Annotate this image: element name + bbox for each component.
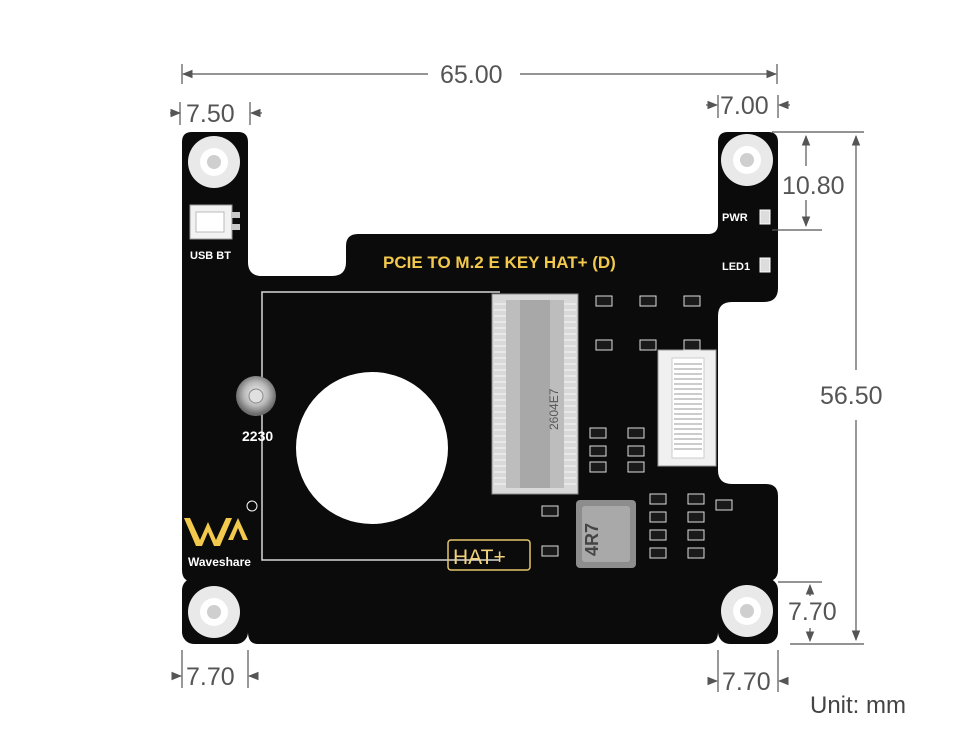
dim-bottom-right-vertical: 7.70 <box>788 598 837 626</box>
smd-part <box>649 547 667 559</box>
dim-left-hole-offset: 7.50 <box>186 100 235 128</box>
inductor: 4R7 <box>576 500 636 568</box>
smd-part <box>687 493 705 505</box>
dim-bottom-right-horizontal: 7.70 <box>722 668 771 696</box>
brand-label: Waveshare <box>188 555 251 569</box>
usb-bt-label: USB BT <box>190 250 231 262</box>
usb-bt-connector <box>189 204 240 240</box>
smd-part <box>649 511 667 523</box>
dim-bottom-left-horizontal: 7.70 <box>186 663 235 691</box>
smd-part <box>649 529 667 541</box>
smd-part <box>627 427 645 439</box>
hat-plus-label: HAT+ <box>453 546 506 569</box>
fan-cutout <box>296 372 448 524</box>
smd-part <box>595 339 613 351</box>
smd-part <box>589 461 607 473</box>
led1-led <box>759 257 771 273</box>
m2-slot <box>491 293 579 495</box>
m2-size-label: 2230 <box>242 428 273 444</box>
smd-part <box>595 295 613 307</box>
smd-part <box>627 445 645 457</box>
pwr-led <box>759 209 771 225</box>
smd-components <box>541 295 733 559</box>
mounting-hole-top-right <box>721 134 773 186</box>
smd-part <box>639 295 657 307</box>
smd-part <box>687 511 705 523</box>
m2-slot-marking: 2604E7 <box>547 388 561 430</box>
mounting-hole-top-left <box>188 136 240 188</box>
waveshare-logo <box>184 500 258 546</box>
mounting-hole-bottom-left <box>188 586 240 638</box>
led1-label: LED1 <box>722 261 750 273</box>
smd-part <box>649 493 667 505</box>
smd-part <box>683 339 701 351</box>
fpc-connector <box>657 349 717 467</box>
inductor-marking: 4R7 <box>582 523 602 556</box>
board-title: PCIE TO M.2 E KEY HAT+ (D) <box>383 253 616 272</box>
smd-part <box>541 505 559 517</box>
smd-part <box>687 529 705 541</box>
smd-part <box>683 295 701 307</box>
mounting-hole-bottom-right <box>721 585 773 637</box>
dim-top-hole-offset: 10.80 <box>782 172 845 200</box>
dim-hole-spacing-vertical: 56.50 <box>820 382 883 410</box>
smd-part <box>687 547 705 559</box>
smd-part <box>627 461 645 473</box>
smd-part <box>715 499 733 511</box>
smd-part <box>589 427 607 439</box>
smd-part <box>639 339 657 351</box>
unit-label: Unit: mm <box>810 692 906 719</box>
standoff-2230-center <box>248 388 264 404</box>
smd-part <box>589 445 607 457</box>
pwr-label: PWR <box>722 212 748 224</box>
hat-plus-box <box>447 539 531 571</box>
dim-total-width: 65.00 <box>440 61 503 89</box>
dim-right-hole-offset: 7.00 <box>720 92 769 120</box>
smd-part <box>541 545 559 557</box>
